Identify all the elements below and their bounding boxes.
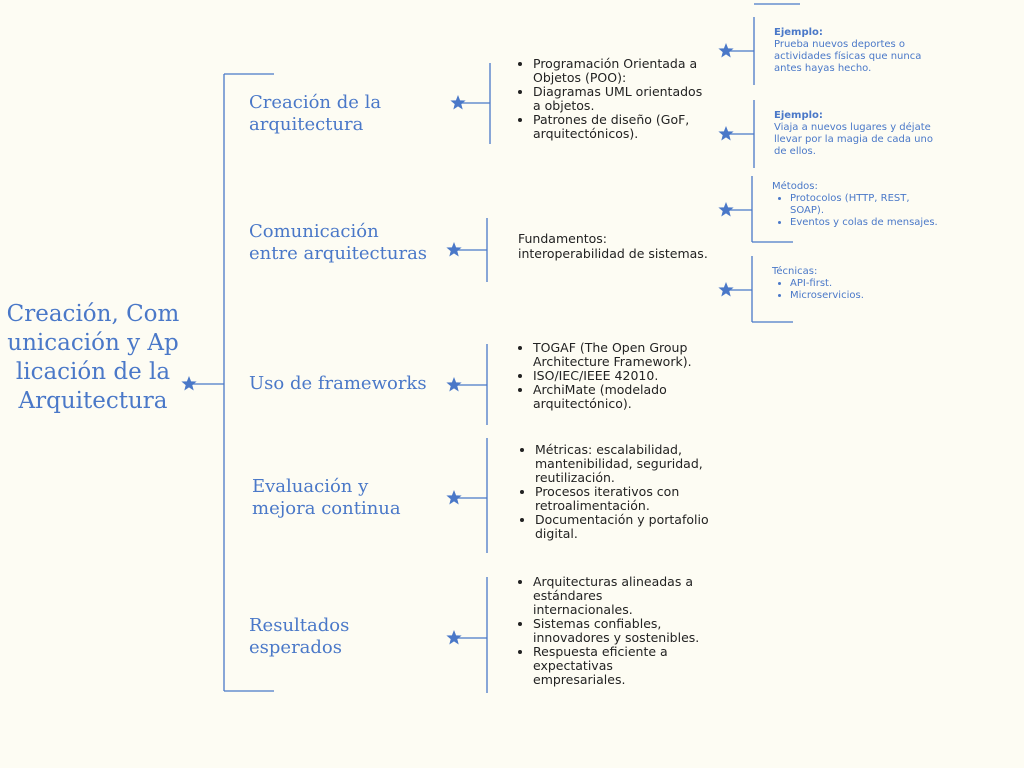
list-item: Programación Orientada a Objetos (POO): [533, 57, 703, 85]
list-item: Protocolos (HTTP, REST, SOAP). [790, 193, 942, 217]
list-item: Procesos iterativos con retroalimentació… [535, 485, 710, 513]
list-item: Arquitecturas alineadas a estándares int… [533, 575, 703, 617]
bullet-list-resultados: Arquitecturas alineadas a estándares int… [518, 575, 703, 687]
note-heading: Ejemplo: [774, 27, 823, 38]
note-text: Viaja a nuevos lugares y déjate llevar p… [774, 122, 933, 157]
note-heading: Técnicas: [772, 266, 818, 277]
bullet-list-frameworks: TOGAF (The Open Group Architecture Frame… [518, 341, 711, 411]
bullet-list-creacion: Programación Orientada a Objetos (POO): … [518, 57, 703, 141]
list-item: Métricas: escalabilidad, mantenibilidad,… [535, 443, 710, 485]
note-ejemplo-deportes: Ejemplo: Prueba nuevos deportes o activi… [774, 27, 934, 75]
star-icon [450, 95, 466, 110]
star-icon [446, 490, 462, 505]
note-tecnicas: Técnicas: API-first. Microservicios. [772, 266, 932, 302]
list-item: Microservicios. [790, 290, 932, 302]
star-icon [718, 202, 734, 217]
branch-label-creacion: Creación de la arquitectura [249, 92, 382, 135]
list-item: ArchiMate (modelado arquitectónico). [533, 383, 711, 411]
main-title: Creación, Comunicación y Aplicación de l… [6, 301, 180, 414]
star-icon [718, 126, 734, 141]
text-line: Fundamentos: [518, 231, 608, 246]
note-heading: Métodos: [772, 181, 818, 192]
star-icon [718, 43, 734, 58]
branch-label-frameworks: Uso de frameworks [249, 373, 427, 394]
list-item: Sistemas confiables, innovadores y soste… [533, 617, 703, 645]
note-text: Prueba nuevos deportes o actividades fís… [774, 39, 922, 74]
branch-label-evaluacion: Evaluación y mejora continua [252, 476, 401, 519]
note-list: API-first. Microservicios. [772, 278, 932, 302]
star-icon [181, 376, 197, 391]
list-item: Respuesta eficiente a expectativas empre… [533, 645, 703, 687]
star-icon [446, 630, 462, 645]
note-ejemplo-viajes: Ejemplo: Viaja a nuevos lugares y déjate… [774, 110, 934, 158]
star-icon [718, 282, 734, 297]
text-line: interoperabilidad de sistemas. [518, 246, 708, 261]
list-item: Documentación y portafolio digital. [535, 513, 710, 541]
list-item: Patrones de diseño (GoF, arquitectónicos… [533, 113, 703, 141]
list-item: Eventos y colas de mensajes. [790, 217, 942, 229]
list-item: Diagramas UML orientados a objetos. [533, 85, 703, 113]
note-metodos: Métodos: Protocolos (HTTP, REST, SOAP). … [772, 181, 942, 229]
note-list: Protocolos (HTTP, REST, SOAP). Eventos y… [772, 193, 942, 229]
bullet-list-evaluacion: Métricas: escalabilidad, mantenibilidad,… [520, 443, 710, 541]
text-block-comunicacion: Fundamentos: interoperabilidad de sistem… [518, 231, 708, 261]
branch-label-resultados: Resultados esperados [249, 615, 350, 658]
list-item: ISO/IEC/IEEE 42010. [533, 369, 711, 383]
list-item: API-first. [790, 278, 932, 290]
list-item: TOGAF (The Open Group Architecture Frame… [533, 341, 711, 369]
branch-label-comunicacion: Comunicación entre arquitecturas [249, 221, 428, 264]
note-heading: Ejemplo: [774, 110, 823, 121]
star-icon [446, 242, 462, 257]
